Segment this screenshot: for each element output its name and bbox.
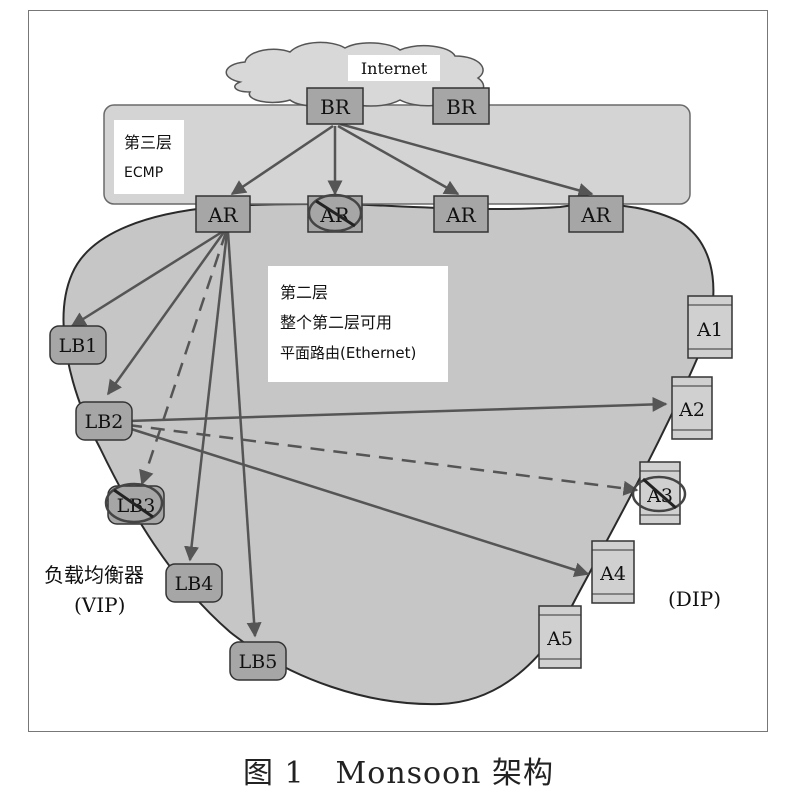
access-router-3: AR — [433, 195, 489, 233]
access-router-4-label: AR — [580, 203, 611, 227]
app-server-2: A2 — [671, 376, 713, 440]
load-balancer-1-label: LB1 — [59, 335, 98, 357]
app-server-3-label: A3 — [646, 485, 673, 507]
layer3-band — [103, 104, 691, 205]
layer3-label-box — [114, 120, 184, 194]
app-server-4: A4 — [591, 540, 635, 604]
app-server-2-label: A2 — [678, 399, 705, 421]
load-balancer-3-failed: LB3 — [104, 482, 165, 525]
app-server-3-failed: A3 — [631, 461, 687, 525]
monsoon-diagram: Internet 第三层 ECMP 第二层 整个第二层可用 平面路由(Ether… — [44, 41, 733, 706]
dip-label: (DIP) — [668, 587, 721, 611]
layer2-label-box — [268, 266, 448, 382]
load-balancer-2-label: LB2 — [85, 411, 124, 433]
load-balancer-4: LB4 — [165, 563, 223, 603]
layer3-subtitle: ECMP — [124, 165, 163, 181]
load-balancer-5: LB5 — [229, 641, 287, 681]
lb-app-links — [127, 396, 668, 578]
internet-label: Internet — [361, 59, 428, 78]
app-server-4-label: A4 — [599, 563, 626, 585]
app-server-1: A1 — [687, 295, 733, 359]
app-server-5: A5 — [538, 605, 582, 669]
access-router-1-label: AR — [207, 203, 238, 227]
internet-label-box — [348, 55, 440, 81]
app-server-5-label: A5 — [546, 628, 573, 650]
load-balancer-2: LB2 — [75, 401, 133, 441]
load-balancer-1: LB1 — [49, 325, 107, 365]
load-balancer-4-label: LB4 — [175, 573, 214, 595]
layer2-title: 第二层 — [280, 283, 328, 302]
border-router-2-label: BR — [446, 95, 477, 119]
access-router-1: AR — [195, 195, 251, 233]
layer2-line2: 平面路由(Ethernet) — [280, 344, 416, 362]
lb-group-label-line1: 负载均衡器 — [44, 563, 144, 587]
border-router-1: BR — [306, 87, 364, 125]
lb-group-label-line2: (VIP) — [74, 593, 125, 617]
failure-slash-icon — [113, 488, 154, 519]
failure-slash-icon — [642, 477, 677, 510]
figure-caption: 图 1 Monsoon 架构 — [242, 756, 555, 791]
failure-mark-icon — [631, 475, 687, 513]
load-balancer-5-label: LB5 — [239, 651, 278, 673]
layer3-title: 第三层 — [124, 133, 172, 152]
border-router-1-label: BR — [320, 95, 351, 119]
br-ar-links — [230, 122, 594, 198]
ar-lb-links — [70, 230, 262, 638]
app-server-1-label: A1 — [696, 319, 723, 341]
access-router-2-failed: AR — [307, 193, 363, 233]
internet-cloud — [225, 41, 485, 107]
access-router-4: AR — [568, 195, 624, 233]
border-router-2: BR — [432, 87, 490, 125]
access-router-3-label: AR — [445, 203, 476, 227]
failure-mark-icon — [307, 193, 363, 233]
layer2-line1: 整个第二层可用 — [280, 313, 392, 332]
failure-slash-icon — [315, 199, 356, 228]
failure-mark-icon — [104, 482, 164, 524]
